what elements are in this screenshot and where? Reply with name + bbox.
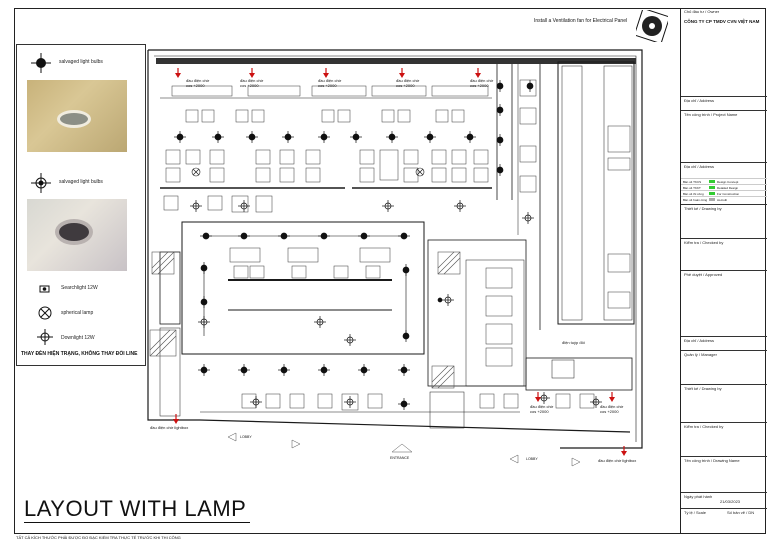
drawn-row-2: Thiết kế / Drawing by bbox=[681, 384, 767, 422]
legend-spherical: spherical lamp bbox=[61, 310, 94, 316]
drawn-row-1: Thiết kế / Drawing by bbox=[681, 204, 767, 238]
spherical-lamp-icon bbox=[38, 306, 52, 320]
salvaged-bulb-ring-icon bbox=[31, 173, 51, 193]
spherical-lamp-markers bbox=[191, 167, 425, 177]
scale-row: Tỷ lệ / Scale Số bản vẽ / DN bbox=[681, 508, 767, 534]
approved-row: Phê duyệt / Approved bbox=[681, 270, 767, 336]
walls bbox=[147, 49, 643, 449]
address-row-2: Địa chỉ / Address bbox=[681, 162, 767, 176]
salvaged-bulb-photo-1 bbox=[27, 80, 127, 152]
lamp-legend: salvaged light bulbs salvaged light bulb… bbox=[16, 44, 146, 366]
owner-label: Chủ đầu tư / Owner bbox=[684, 9, 720, 14]
address-row-3: Địa chỉ / Address bbox=[681, 336, 767, 350]
lightbox-label-1: đầu điện chờ lightbox bbox=[150, 425, 189, 430]
ventilation-note: Install a Ventilation fan for Electrical… bbox=[534, 18, 628, 24]
salvaged-bulb-photo-2 bbox=[27, 199, 127, 271]
address-row-1: Địa chỉ / Address bbox=[681, 96, 767, 110]
checked-row-1: Kiểm tra / Checked by bbox=[681, 238, 767, 270]
sheet-border bbox=[14, 8, 766, 534]
date-row: Ngày phát hành 21/03/2023 bbox=[681, 492, 767, 508]
lightbox-label-2: đầu điện chờ lightbox bbox=[598, 458, 637, 463]
columns bbox=[149, 251, 461, 389]
furniture bbox=[163, 79, 631, 411]
lobby-label-1: LOBBY bbox=[240, 435, 252, 439]
issue-date: 21/03/2023 bbox=[720, 499, 741, 504]
outlet-arrows bbox=[173, 68, 627, 456]
salvaged-bulb-markers bbox=[174, 80, 534, 410]
company-name: CÔNG TY CP TMDV CVN VIỆT NAM bbox=[684, 19, 760, 24]
ventilation-fan-icon bbox=[636, 10, 668, 42]
salvaged-bulb-icon bbox=[31, 53, 51, 73]
downlight-icon bbox=[37, 329, 53, 345]
legend-downlight: Downlight 12W bbox=[61, 335, 95, 341]
legend-salvaged-2: salvaged light bulbs bbox=[59, 179, 103, 185]
title-underline bbox=[24, 522, 250, 523]
track-lights bbox=[203, 235, 407, 336]
legend-note: THAY ĐÈN HIỆN TRẠNG, KHÔNG THAY ĐỔI LINE bbox=[21, 351, 138, 357]
searchlight-icon bbox=[39, 285, 50, 293]
lobby-label-2: LOBBY bbox=[526, 457, 538, 461]
lobby-markers bbox=[227, 432, 581, 467]
project-row: Tên công trình / Project Name bbox=[681, 110, 767, 162]
control-label: điện tuýp đôi bbox=[562, 340, 585, 345]
manager-row: Quản lý / Manager bbox=[681, 350, 767, 384]
entrance-label: ENTRANCE bbox=[390, 456, 410, 460]
drawing-title: LAYOUT WITH LAMP bbox=[24, 496, 247, 521]
title-block: Chủ đầu tư / Owner CÔNG TY CP TMDV CVN V… bbox=[680, 8, 767, 534]
drawing-name-row: Tên công trình / Drawing Name bbox=[681, 456, 767, 492]
legend-searchlight: Searchlight 12W bbox=[61, 285, 98, 291]
owner-section: Chủ đầu tư / Owner CÔNG TY CP TMDV CVN V… bbox=[681, 8, 767, 46]
measurement-note: TẤT CẢ KÍCH THƯỚC PHẢI ĐƯỢC ĐO ĐẠC KIỂM … bbox=[16, 535, 181, 540]
checked-row-2: Kiểm tra / Checked by bbox=[681, 422, 767, 456]
legend-salvaged-1: salvaged light bulbs bbox=[59, 59, 103, 65]
